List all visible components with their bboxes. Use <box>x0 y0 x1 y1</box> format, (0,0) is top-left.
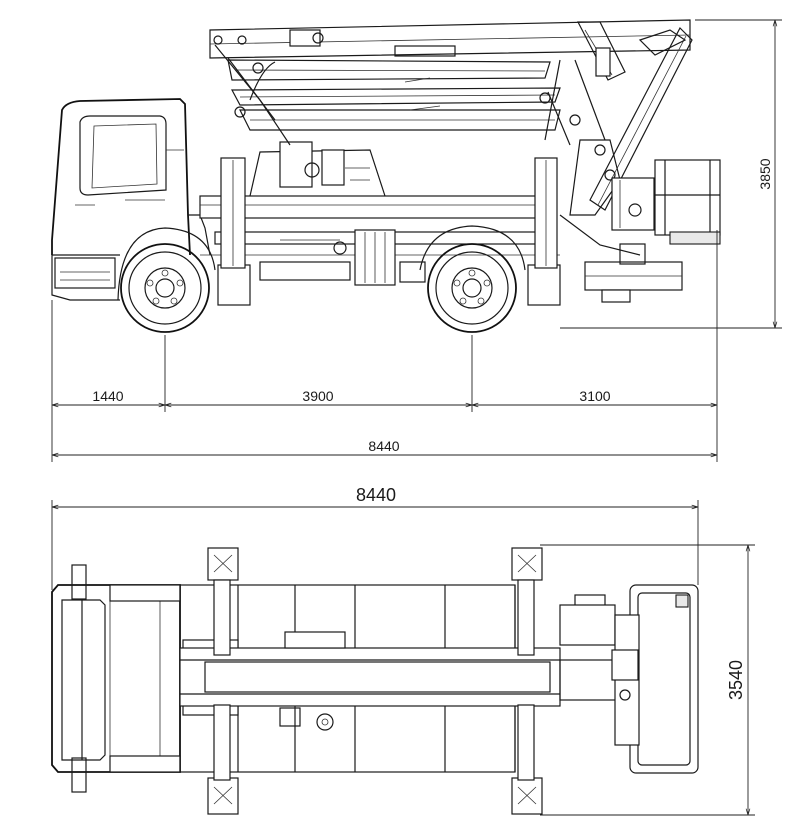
top-view: 8440 3540 <box>51 485 755 816</box>
dim-wheelbase: 3900 <box>302 388 333 404</box>
boom-top <box>179 594 665 731</box>
side-view-dimensions: 1440 3900 3100 8440 3850 <box>51 19 782 462</box>
front-wheel-arch <box>117 227 216 301</box>
boom-arms <box>209 19 691 146</box>
top-view-dimensions: 8440 3540 <box>51 485 755 816</box>
jib-arm <box>559 21 693 256</box>
outriggers-side <box>217 157 561 306</box>
platform-basket <box>584 159 721 303</box>
dim-overall-length-side: 8440 <box>368 438 399 454</box>
chassis-frame <box>199 195 560 286</box>
truck-cab-top <box>51 564 181 793</box>
side-view: 1440 3900 3100 8440 3850 <box>51 19 782 462</box>
rear-wheel-arch <box>419 225 526 271</box>
platform-basket-top <box>611 584 699 774</box>
dim-height: 3850 <box>757 158 773 189</box>
outriggers-top <box>207 547 543 815</box>
rear-wheel <box>427 243 517 333</box>
dim-width: 3540 <box>726 660 746 700</box>
dim-front-overhang: 1440 <box>92 388 123 404</box>
dim-overall-length-top: 8440 <box>356 485 396 505</box>
truck-cab <box>51 98 211 301</box>
front-wheel <box>120 243 210 333</box>
turret <box>249 141 386 197</box>
dim-rear-overhang: 3100 <box>579 388 610 404</box>
